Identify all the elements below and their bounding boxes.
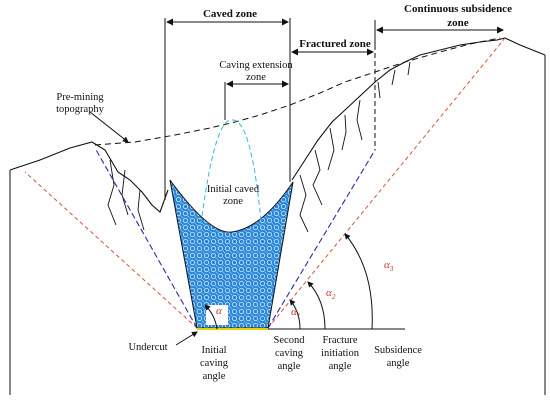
second-caving-label-line2: caving bbox=[275, 348, 304, 359]
pre-mining-topography-line bbox=[94, 37, 501, 146]
alpha1-arc bbox=[289, 299, 301, 330]
caved-zone-label: Caved zone bbox=[203, 8, 257, 20]
subsidence-label-line1: Subsidence bbox=[374, 345, 422, 356]
alpha1-label: α1 bbox=[291, 306, 301, 320]
fracture-line-left bbox=[94, 147, 198, 329]
pre-mining-label-line1: Pre-mining bbox=[56, 92, 104, 103]
caving-extension-arc bbox=[199, 119, 263, 233]
caving-extension-label-line1: Caving extension bbox=[219, 60, 293, 71]
fracture-line-right bbox=[267, 149, 376, 329]
continuous-subsidence-label-line1: Continuous subsidence bbox=[404, 3, 512, 15]
pre-mining-label-line2: topography bbox=[56, 104, 105, 115]
undercut-label: Undercut bbox=[128, 342, 167, 353]
caving-extension-label-line2: zone bbox=[246, 72, 266, 83]
alpha-initial-label: α bbox=[216, 305, 222, 317]
fracture-cracks bbox=[107, 61, 411, 233]
alpha-initial-arc bbox=[204, 304, 218, 330]
subsidence-label-line2: angle bbox=[387, 358, 410, 369]
current-topography-left bbox=[9, 141, 169, 213]
fracture-initiation-label-line2: initiation bbox=[321, 348, 360, 359]
alpha2-arc bbox=[307, 281, 326, 330]
pre-mining-leader bbox=[89, 111, 129, 143]
continuous-subsidence-label-line2: zone bbox=[447, 17, 469, 29]
fracture-initiation-label-line3: angle bbox=[329, 361, 352, 372]
initial-caved-label-line1: Initial caved bbox=[207, 184, 260, 195]
alpha3-label: α3 bbox=[384, 259, 394, 273]
fracture-initiation-label-line1: Fracture bbox=[323, 335, 358, 346]
subsidence-line-left bbox=[24, 171, 198, 329]
alpha2-label: α2 bbox=[326, 287, 336, 301]
second-caving-label-line3: angle bbox=[278, 361, 301, 372]
subsidence-line-right bbox=[267, 37, 506, 329]
initial-caving-label-line1: Initial bbox=[201, 345, 226, 356]
fractured-zone-label: Fractured zone bbox=[299, 38, 371, 50]
alpha3-arc bbox=[344, 233, 373, 330]
initial-caving-label-line2: caving bbox=[200, 358, 229, 369]
second-caving-label-line1: Second bbox=[274, 335, 306, 346]
initial-caved-zone-mass bbox=[169, 179, 294, 329]
undercut-leader bbox=[175, 331, 198, 346]
initial-caving-label-line3: angle bbox=[203, 371, 226, 382]
current-topography-right bbox=[291, 37, 546, 181]
initial-caved-label-line2: zone bbox=[223, 196, 243, 207]
cave-opening-blank bbox=[206, 305, 228, 325]
